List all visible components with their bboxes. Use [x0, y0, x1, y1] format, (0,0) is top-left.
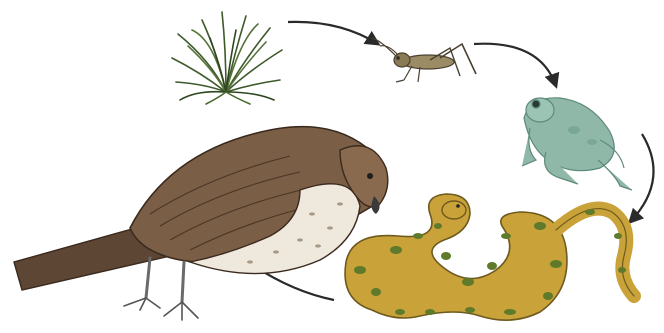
arrow-grasshopper-to-frog	[474, 44, 556, 86]
grass-tuft-icon	[172, 12, 282, 104]
grasshopper-icon	[372, 38, 476, 82]
hawk-icon	[14, 127, 388, 320]
frog-icon	[522, 98, 632, 190]
arrow-frog-to-snake	[630, 134, 654, 222]
arrow-grass-to-grasshopper	[288, 22, 378, 44]
snake-icon	[345, 194, 634, 320]
